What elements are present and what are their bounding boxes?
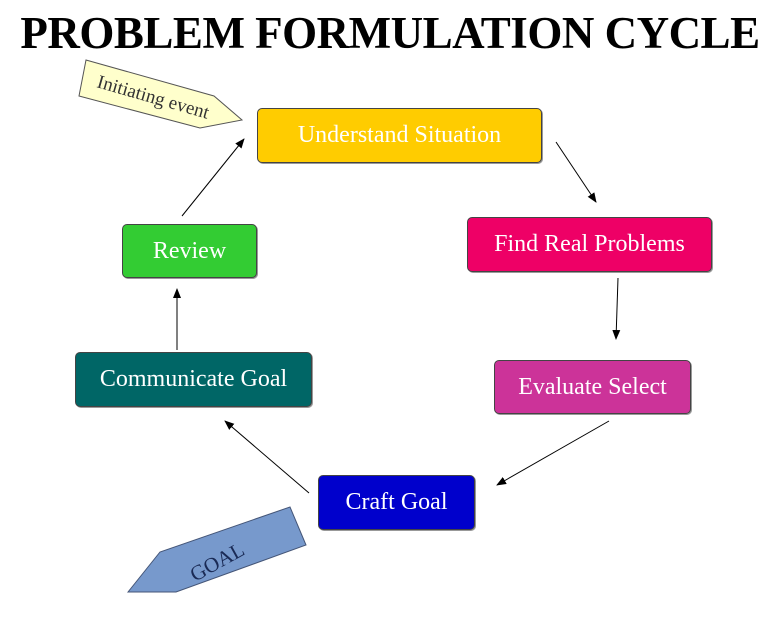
arrow-find-to-evaluate — [612, 277, 621, 340]
node-evaluate-select-label: Evaluate Select — [518, 373, 667, 400]
node-find-real-problems-label: Find Real Problems — [494, 231, 685, 257]
node-review: Review — [122, 224, 257, 278]
node-craft-goal: Craft Goal — [318, 475, 475, 530]
goal-tag: GOAL — [126, 506, 307, 593]
node-evaluate-select: Evaluate Select — [494, 360, 691, 414]
node-understand-situation-label: Understand Situation — [297, 122, 502, 148]
node-review-label: Review — [152, 237, 227, 264]
arrow-craft-to-communicate — [224, 420, 310, 494]
node-communicate-goal: Communicate Goal — [75, 352, 312, 407]
node-craft-goal-label: Craft Goal — [345, 489, 448, 515]
diagram-title: PROBLEM FORMULATION CYCLE — [20, 8, 760, 58]
initiating-event-tag: Initiating event — [78, 59, 244, 129]
node-understand-situation: Understand Situation — [257, 108, 542, 163]
arrow-understand-to-find — [555, 141, 597, 203]
node-find-real-problems: Find Real Problems — [467, 217, 712, 272]
arrow-evaluate-to-craft — [496, 420, 610, 486]
arrow-review-to-understand — [181, 138, 245, 217]
node-communicate-goal-label: Communicate Goal — [99, 366, 288, 392]
